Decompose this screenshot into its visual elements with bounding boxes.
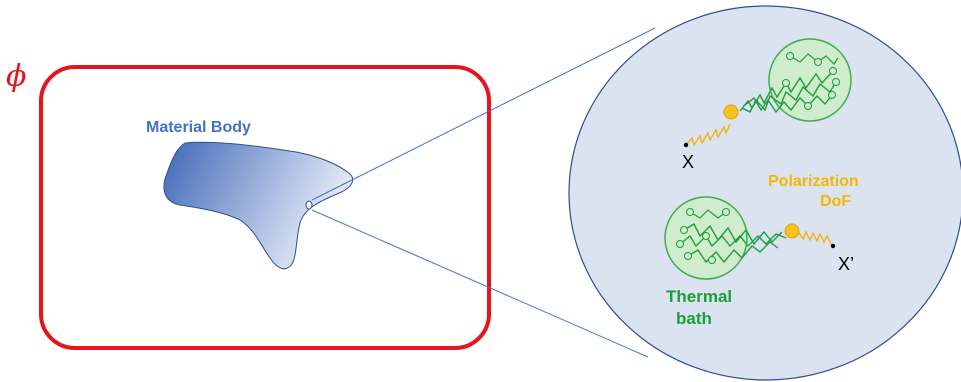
material-body-label: Material Body [146,119,251,136]
polymer-chain-lower-2 [683,223,783,246]
point-x-label: X [682,152,694,172]
phi-label: ϕ [6,59,26,94]
polymer-chain-lower-1 [679,233,787,248]
polymer-chain-upper-2 [741,81,837,113]
thermal-bath-lower [664,196,787,280]
domain-boundary [39,65,491,350]
polarization-label-line2: DoF [820,193,851,210]
point-x-prime-label: X’ [838,254,854,274]
material-point-marker [305,200,313,210]
thermal-label-line1: Thermal [666,287,732,306]
polarization-bead-upper [723,104,739,120]
zoom-circle [568,5,961,381]
thermal-label-line2: bath [676,309,712,328]
polarization-spring-lower [798,230,834,247]
polarization-spring-upper [685,123,731,147]
material-body-shape [163,141,354,270]
point-x-prime-dot [830,243,836,249]
zoom-line-top [311,27,656,201]
point-x-dot [683,142,689,148]
thermal-bath-upper [739,38,852,122]
polymer-chain-lower-4 [689,209,727,219]
zoom-line-bottom [311,209,649,358]
polymer-chain-lower-3 [687,241,779,264]
polymer-chain-upper-3 [744,94,833,114]
polarization-label-line1: Polarization [768,173,859,190]
polarization-bead-lower [784,223,800,239]
